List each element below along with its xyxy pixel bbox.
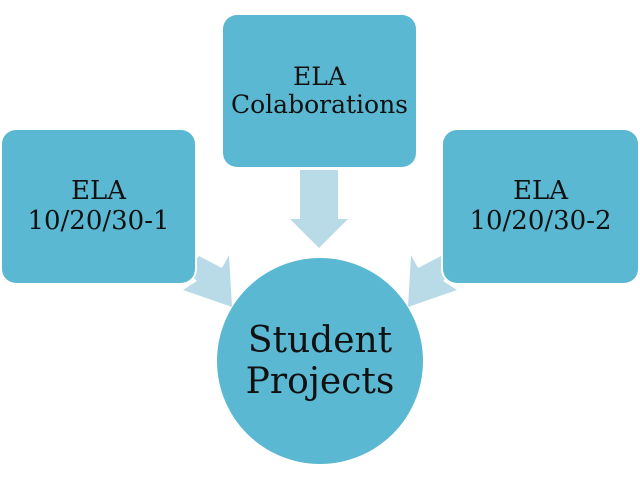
node-ela-collaborations: ELA Colaborations	[223, 15, 416, 167]
node-ela-10-20-30-2: ELA 10/20/30-2	[443, 130, 638, 283]
node-line: 10/20/30-2	[469, 205, 612, 236]
arrow-down-icon	[290, 170, 348, 248]
node-line: Colaborations	[230, 90, 408, 119]
node-line: ELA	[512, 176, 569, 207]
node-line: Student	[247, 319, 393, 361]
arrow-down-right-icon	[183, 255, 232, 307]
node-line: Projects	[245, 361, 395, 402]
node-line: 10/20/30-1	[27, 205, 170, 236]
node-student-projects: Student Projects	[217, 258, 423, 464]
node-line: ELA	[293, 62, 346, 91]
node-ela-10-20-30-1: ELA 10/20/30-1	[2, 130, 195, 283]
node-line: ELA	[70, 176, 127, 207]
